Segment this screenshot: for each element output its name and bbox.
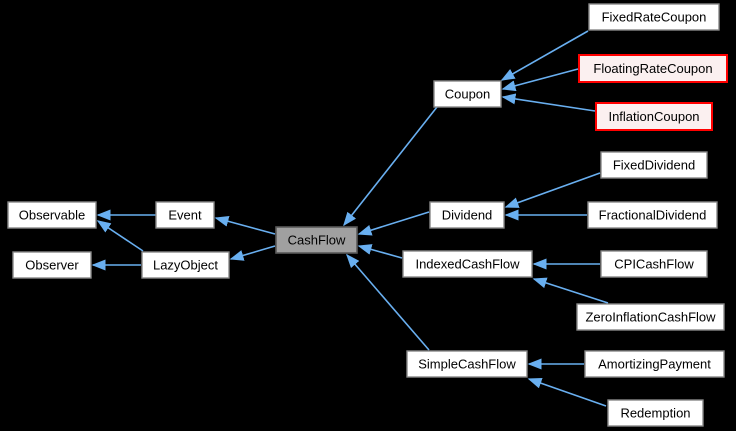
node-box-SimpleCashFlow[interactable] [406,350,528,378]
node-SimpleCashFlow[interactable]: SimpleCashFlow [406,350,528,378]
node-IndexedCashFlow[interactable]: IndexedCashFlow [402,250,533,278]
node-label-Redemption: Redemption [620,406,690,421]
node-box-AmortizingPayment[interactable] [584,350,725,378]
node-box-Coupon[interactable] [433,80,502,108]
edge-CashFlow-to-Event [214,215,276,235]
node-label-FractionalDividend: FractionalDividend [599,208,707,223]
node-FixedRateCoupon[interactable]: FixedRateCoupon [588,3,720,31]
node-InflationCoupon[interactable]: InflationCoupon [595,102,713,131]
node-label-FloatingRateCoupon: FloatingRateCoupon [593,61,712,76]
edge-IndexedCashFlow-to-CashFlow [357,244,403,259]
node-Redemption[interactable]: Redemption [607,399,704,427]
node-label-FixedDividend: FixedDividend [613,158,695,173]
node-box-InflationCoupon[interactable] [595,102,713,131]
edge-FixedRateCoupon-to-Coupon [500,30,589,81]
node-FloatingRateCoupon[interactable]: FloatingRateCoupon [578,54,728,83]
node-label-Observer: Observer [25,258,79,273]
node-label-Dividend: Dividend [442,208,493,223]
node-Observable[interactable]: Observable [7,201,97,229]
node-label-Event: Event [168,208,202,223]
node-label-InflationCoupon: InflationCoupon [608,109,699,124]
edge-ZeroInflationCashFlow-to-IndexedCashFlow [532,277,609,304]
node-box-FixedRateCoupon[interactable] [588,3,720,31]
node-box-ZeroInflationCashFlow[interactable] [576,303,725,331]
edge-Dividend-to-CashFlow [357,211,430,236]
node-box-IndexedCashFlow[interactable] [402,250,533,278]
node-CashFlow[interactable]: CashFlow [275,226,358,254]
node-box-FloatingRateCoupon[interactable] [578,54,728,83]
node-box-LazyObject[interactable] [141,251,230,279]
edge-LazyObject-to-Observable [96,220,144,252]
node-ZeroInflationCashFlow[interactable]: ZeroInflationCashFlow [576,303,725,331]
node-box-FixedDividend[interactable] [600,151,708,179]
node-box-CashFlow[interactable] [275,226,358,254]
node-box-Event[interactable] [155,201,215,229]
node-Dividend[interactable]: Dividend [429,201,505,229]
node-Observer[interactable]: Observer [12,251,92,279]
node-label-ZeroInflationCashFlow: ZeroInflationCashFlow [585,310,716,325]
node-box-FractionalDividend[interactable] [587,201,718,229]
node-label-CPICashFlow: CPICashFlow [614,257,694,272]
edge-CashFlow-to-LazyObject [229,245,276,261]
node-label-CashFlow: CashFlow [288,233,346,248]
node-label-LazyObject: LazyObject [153,258,218,273]
node-label-Coupon: Coupon [445,87,491,102]
node-label-AmortizingPayment: AmortizingPayment [598,357,711,372]
node-label-SimpleCashFlow: SimpleCashFlow [418,357,516,372]
node-CPICashFlow[interactable]: CPICashFlow [600,250,708,278]
node-LazyObject[interactable]: LazyObject [141,251,230,279]
node-box-Redemption[interactable] [607,399,704,427]
node-Coupon[interactable]: Coupon [433,80,502,108]
node-FixedDividend[interactable]: FixedDividend [600,151,708,179]
node-label-FixedRateCoupon: FixedRateCoupon [602,10,707,25]
node-label-IndexedCashFlow: IndexedCashFlow [415,257,520,272]
edge-FixedDividend-to-Dividend [504,172,601,208]
edge-InflationCoupon-to-Coupon [501,93,596,112]
node-Event[interactable]: Event [155,201,215,229]
edge-FloatingRateCoupon-to-Coupon [501,68,579,92]
node-box-CPICashFlow[interactable] [600,250,708,278]
node-box-Observer[interactable] [12,251,92,279]
node-FractionalDividend[interactable]: FractionalDividend [587,201,718,229]
node-box-Dividend[interactable] [429,201,505,229]
node-box-Observable[interactable] [7,201,97,229]
node-label-Observable: Observable [19,208,85,223]
node-AmortizingPayment[interactable]: AmortizingPayment [584,350,725,378]
edge-Coupon-to-CashFlow [343,106,438,227]
edge-SimpleCashFlow-to-CashFlow [346,253,430,351]
edge-Redemption-to-SimpleCashFlow [527,377,607,407]
